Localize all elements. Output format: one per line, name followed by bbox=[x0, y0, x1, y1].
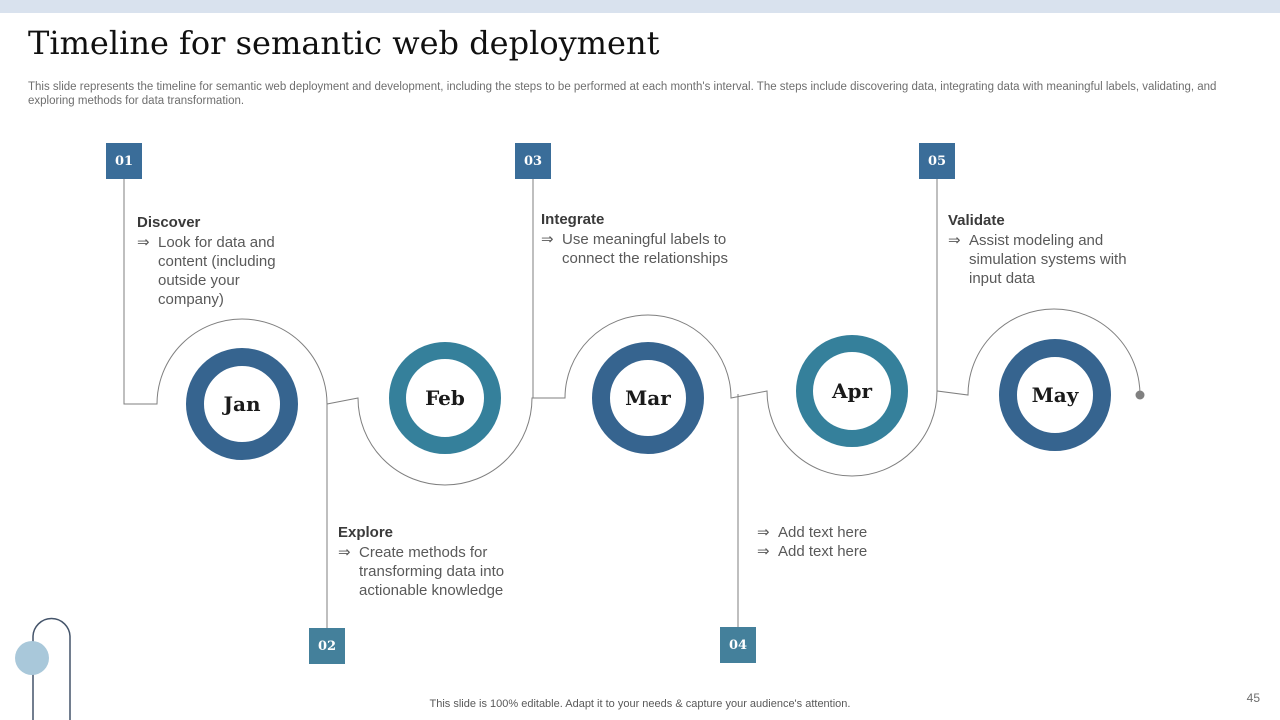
step-item: ⇒ Create methods for transforming data i… bbox=[338, 543, 518, 600]
step-item: ⇒ Add text here bbox=[757, 523, 927, 542]
arrow-icon: ⇒ bbox=[948, 232, 961, 249]
footer-note: This slide is 100% editable. Adapt it to… bbox=[429, 698, 851, 710]
page-description: This slide represents the timeline for s… bbox=[28, 81, 1217, 107]
step-item: ⇒ Add text here bbox=[757, 542, 927, 561]
month-circle-may: May bbox=[999, 339, 1111, 451]
step-item-text: Create methods for transforming data int… bbox=[359, 544, 505, 599]
month-label-feb: Feb bbox=[425, 386, 465, 410]
step-badge-01: 01 bbox=[106, 143, 142, 179]
month-circle-mar: Mar bbox=[592, 342, 704, 454]
arrow-icon: ⇒ bbox=[757, 543, 770, 560]
step-heading-validate: Validate bbox=[948, 212, 1005, 229]
top-accent-bar bbox=[0, 0, 1280, 13]
timeline-end-dot-icon bbox=[1135, 390, 1145, 400]
corner-decoration-circle-icon bbox=[15, 641, 49, 675]
arrow-icon: ⇒ bbox=[541, 231, 554, 248]
step-badge-04: 04 bbox=[720, 627, 756, 663]
step-text-integrate: Integrate ⇒ Use meaningful labels to con… bbox=[541, 210, 737, 268]
step-item-text: Use meaningful labels to connect the rel… bbox=[562, 231, 728, 267]
step-text-explore: Explore ⇒ Create methods for transformin… bbox=[338, 523, 518, 600]
step-heading-explore: Explore bbox=[338, 524, 394, 541]
timeline-path bbox=[123, 179, 1141, 486]
month-circle-jan: Jan bbox=[186, 348, 298, 460]
month-label-may: May bbox=[1031, 383, 1079, 407]
step-item-text: Add text here bbox=[778, 524, 868, 541]
step-item: ⇒ Assist modeling and simulation systems… bbox=[948, 231, 1140, 288]
arrow-icon: ⇒ bbox=[137, 234, 150, 251]
step-heading-discover: Discover bbox=[137, 214, 201, 231]
step-badge-05: 05 bbox=[919, 143, 955, 179]
step-item: ⇒ Use meaningful labels to connect the r… bbox=[541, 230, 737, 268]
step-text-discover: Discover ⇒ Look for data and content (in… bbox=[137, 213, 309, 309]
page-number: 45 bbox=[1246, 691, 1260, 705]
step-item-text: Add text here bbox=[778, 543, 868, 560]
step-text-04: ⇒ Add text here ⇒ Add text here bbox=[757, 523, 927, 561]
step-item-text: Assist modeling and simulation systems w… bbox=[969, 232, 1127, 287]
arrow-icon: ⇒ bbox=[338, 544, 351, 561]
step-text-validate: Validate ⇒ Assist modeling and simulatio… bbox=[948, 211, 1140, 288]
page-title: Timeline for semantic web deployment bbox=[28, 24, 660, 62]
month-circle-apr: Apr bbox=[796, 335, 908, 447]
step-heading-integrate: Integrate bbox=[541, 211, 605, 228]
month-circle-feb: Feb bbox=[389, 342, 501, 454]
arrow-icon: ⇒ bbox=[757, 524, 770, 541]
corner-decoration-line bbox=[32, 617, 71, 720]
step-item-text: Look for data and content (including out… bbox=[158, 234, 276, 308]
step-item: ⇒ Look for data and content (including o… bbox=[137, 233, 309, 309]
month-label-mar: Mar bbox=[625, 386, 671, 410]
step-badge-03: 03 bbox=[515, 143, 551, 179]
month-label-jan: Jan bbox=[223, 392, 261, 416]
step-badge-02: 02 bbox=[309, 628, 345, 664]
month-label-apr: Apr bbox=[831, 379, 873, 403]
